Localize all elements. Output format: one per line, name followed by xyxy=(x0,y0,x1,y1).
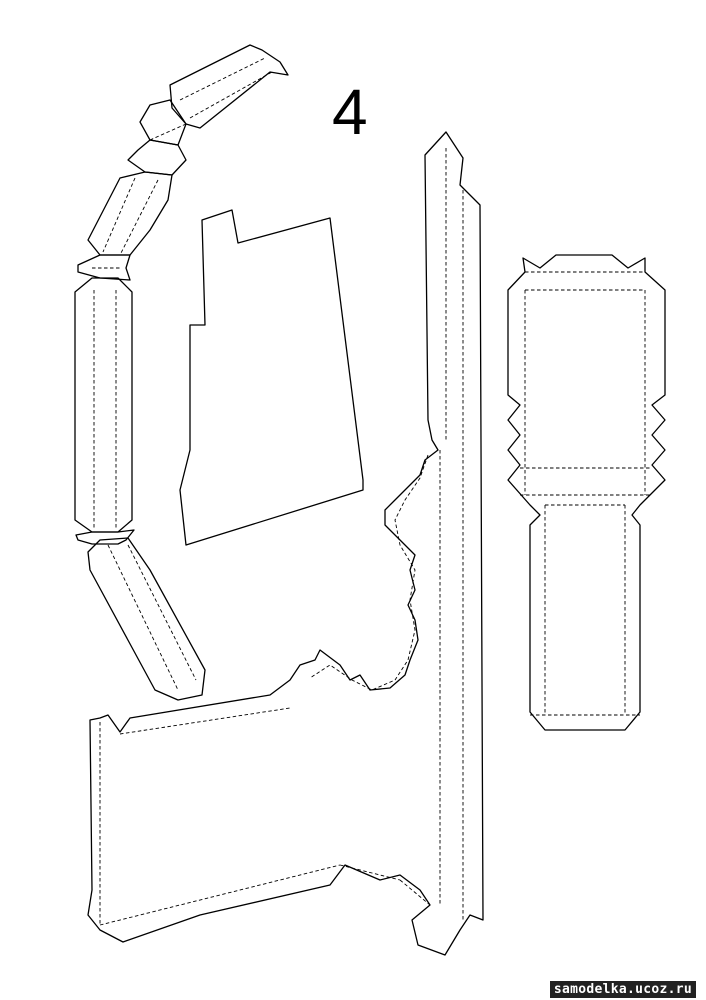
arm-segment-top xyxy=(169,44,289,129)
arm-segment-long xyxy=(74,277,133,533)
arm-segment-bottom xyxy=(87,537,206,701)
arm-joint-2 xyxy=(75,529,135,545)
page-number: 4 xyxy=(332,76,368,148)
arm-joint-1 xyxy=(77,254,131,281)
curved-arm-piece xyxy=(74,44,289,701)
box-sleeve-piece xyxy=(507,254,666,731)
watermark: samodelka.ucoz.ru xyxy=(549,981,696,998)
arm-connector-2 xyxy=(127,139,187,176)
arm-segment-mid-upper xyxy=(87,171,173,256)
arm-connector-1 xyxy=(139,99,187,146)
flat-panel-piece xyxy=(179,209,364,546)
long-body-strip-piece xyxy=(87,131,484,956)
